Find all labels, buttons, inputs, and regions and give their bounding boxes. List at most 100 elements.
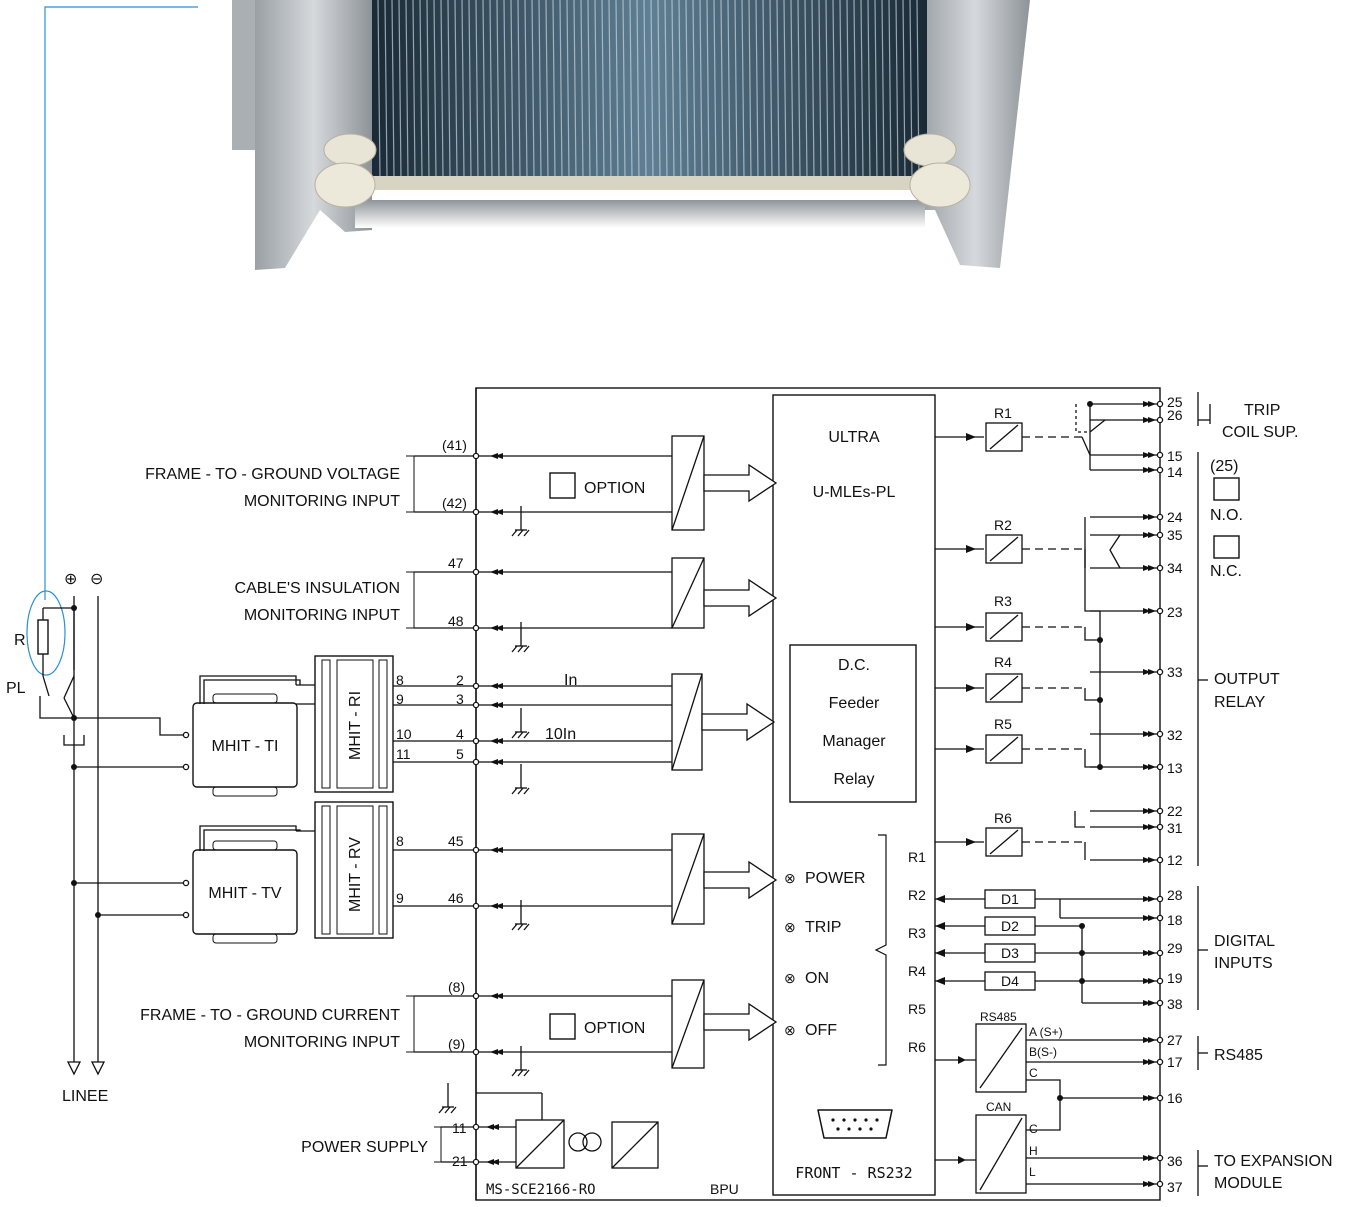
arrow-icon [966, 838, 976, 846]
can-pin-h: H [1029, 1144, 1038, 1158]
fin [377, 0, 381, 179]
fin [867, 0, 871, 179]
bottom-bpu: BPU [710, 1181, 739, 1197]
relay-r5-label: R5 [994, 716, 1012, 732]
rv-term-46: 46 [448, 890, 464, 906]
fin [566, 0, 570, 179]
relay-dashed-box [1075, 404, 1090, 433]
term-12: 12 [1167, 852, 1183, 868]
can-title: CAN [986, 1100, 1011, 1114]
junction-dot [95, 912, 101, 918]
converter-diagonal [671, 979, 705, 1069]
terminal [472, 1048, 480, 1056]
arrow-icon [490, 738, 503, 744]
arrow-icon [1143, 808, 1156, 814]
term-14: 14 [1167, 464, 1183, 480]
fin [678, 0, 682, 179]
callout-line [26, 6, 198, 676]
term-19: 19 [1167, 970, 1183, 986]
wire [63, 675, 75, 699]
fin [573, 0, 577, 179]
ground-icon [517, 731, 524, 739]
output-label-1: OUTPUT [1214, 671, 1280, 688]
junction-dot [71, 764, 77, 770]
expansion-label-2: MODULE [1214, 1175, 1282, 1192]
wire [1109, 534, 1121, 569]
term-41: (41) [442, 437, 467, 453]
arrow-icon [935, 922, 945, 930]
mhit-rv-label: MHIT - RV [347, 837, 364, 912]
terminal [182, 879, 190, 887]
fin [727, 0, 731, 179]
fin [538, 0, 542, 179]
fin [545, 0, 549, 179]
ri-pin-10: 10 [396, 726, 412, 742]
fin [699, 0, 703, 179]
relay-coil-diagonal [989, 736, 1019, 762]
arrow-icon [958, 1156, 966, 1164]
fin [790, 0, 794, 179]
fin [426, 0, 430, 179]
pl-label: PL [6, 680, 26, 697]
ground-icon [511, 645, 518, 653]
led-list: ⊗ POWER ⊗ TRIP ⊗ ON ⊗ OFF [784, 870, 865, 1039]
arrow-icon [1143, 565, 1156, 571]
core-module [772, 394, 936, 1196]
led-symbol: ⊗ [784, 1022, 796, 1038]
fin [510, 0, 514, 179]
fin [748, 0, 752, 179]
ground-icon [517, 645, 524, 653]
led-symbol: ⊗ [784, 919, 796, 935]
wire [39, 696, 74, 719]
terminal [1156, 763, 1164, 771]
ri-pin-9: 9 [396, 691, 404, 707]
insulator-left [314, 133, 377, 208]
fin [811, 0, 815, 179]
term-25: 25 [1167, 394, 1183, 410]
front-rs232: FRONT - RS232 [795, 1164, 912, 1182]
fin [692, 0, 696, 179]
fin [650, 0, 654, 179]
no-checkbox [1213, 477, 1240, 501]
fin [755, 0, 759, 179]
terminal [472, 508, 480, 516]
can-pin-l: L [1029, 1165, 1036, 1179]
arrow-icon [490, 993, 503, 999]
ground-icon [511, 923, 518, 931]
rs485-diagonal [979, 1027, 1023, 1089]
arrow-icon [966, 545, 976, 553]
wire [42, 675, 50, 697]
rv-term-45: 45 [448, 833, 464, 849]
mhit-ri-label: MHIT - RI [347, 691, 364, 760]
arrow-icon [966, 684, 976, 692]
terminal [182, 763, 190, 771]
fin [720, 0, 724, 179]
arrow-down-icon [66, 1061, 82, 1076]
arrow-icon [1143, 1095, 1156, 1101]
wire [1084, 517, 1100, 612]
terminal [1156, 977, 1164, 985]
relay-coil-diagonal [989, 424, 1019, 450]
wire [1084, 749, 1100, 768]
term-47: 47 [448, 555, 464, 571]
fin [440, 0, 444, 179]
fin [433, 0, 437, 179]
fin [818, 0, 822, 179]
fin [762, 0, 766, 179]
ri-pin-11: 11 [396, 746, 411, 762]
digital-d3: D3 [1001, 945, 1019, 961]
fin [615, 0, 619, 179]
fin [461, 0, 465, 179]
arrow-icon [935, 895, 945, 903]
junction-dot [1079, 923, 1085, 929]
terminal [1156, 914, 1164, 922]
terminal [1156, 1036, 1164, 1044]
terminal [472, 846, 480, 854]
terminal [472, 1158, 480, 1166]
led-off: OFF [805, 1022, 837, 1039]
arrow-icon [966, 433, 976, 441]
term-34: 34 [1167, 560, 1183, 576]
frame-voltage-input: FRAME - TO - GROUND VOLTAGE MONITORING I… [145, 437, 467, 513]
terminal [1156, 949, 1164, 957]
